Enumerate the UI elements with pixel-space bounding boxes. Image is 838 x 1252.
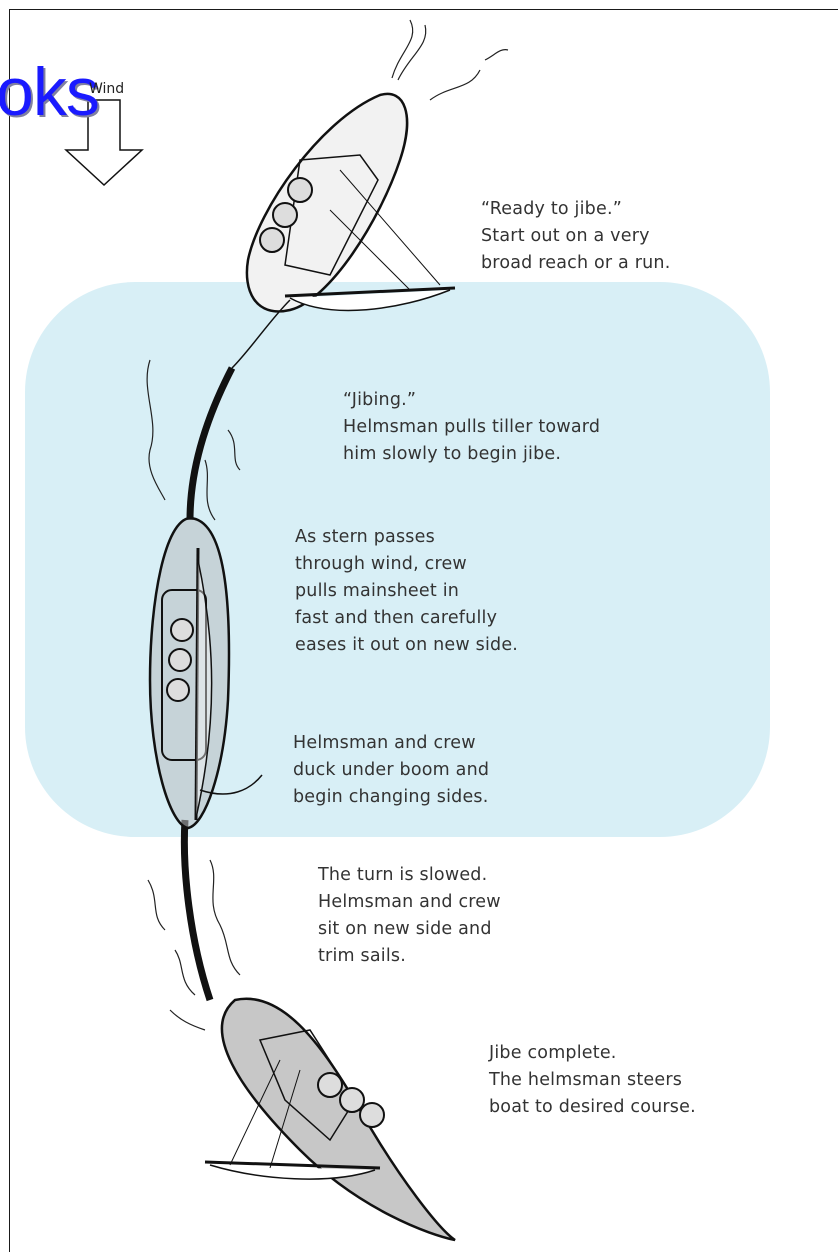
boat-ready-to-jibe xyxy=(232,94,455,368)
boat-wake-path-upper xyxy=(190,368,232,520)
caption-turn-slowed: The turn is slowed. Helmsman and crew si… xyxy=(318,862,501,970)
boat-wake-path-lower xyxy=(184,820,210,1000)
caption-ready-to-jibe: “Ready to jibe.” Start out on a very bro… xyxy=(481,196,671,277)
boat-jibe-complete xyxy=(205,999,455,1240)
boat-jibing xyxy=(150,518,262,828)
caption-jibe-complete: Jibe complete. The helmsman steers boat … xyxy=(489,1040,696,1121)
caption-duck-under-boom: Helmsman and crew duck under boom and be… xyxy=(293,730,489,811)
wind-label: Wind xyxy=(89,81,124,97)
caption-stern-passes-wind: As stern passes through wind, crew pulls… xyxy=(295,524,518,659)
caption-jibing: “Jibing.” Helmsman pulls tiller toward h… xyxy=(343,387,600,468)
watermark-logo-text: oks xyxy=(0,58,99,126)
